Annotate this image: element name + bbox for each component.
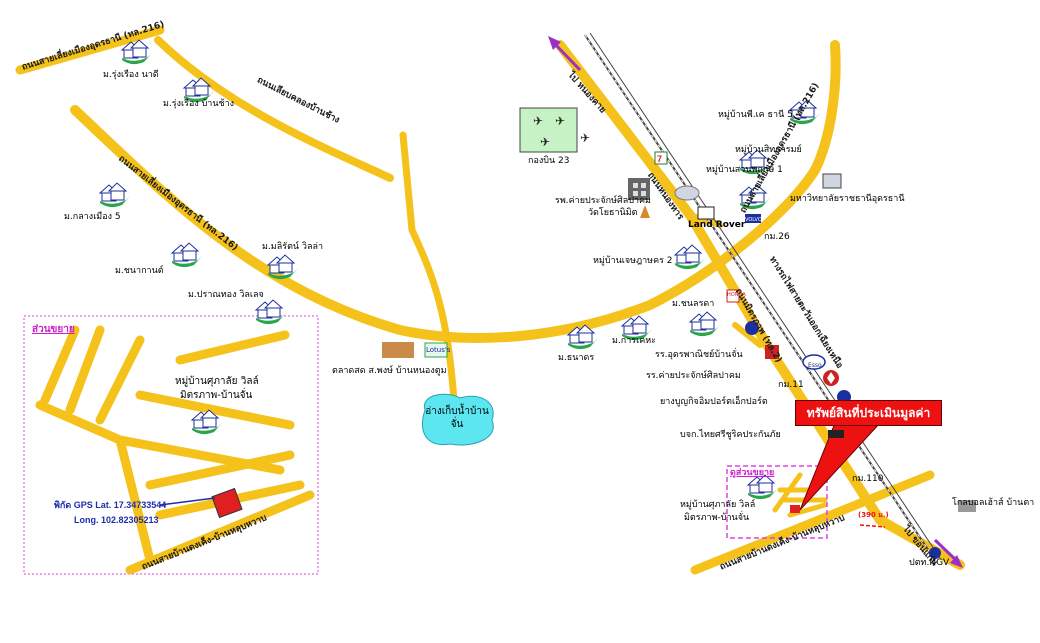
label-km110: กม.110 bbox=[852, 474, 884, 484]
label-dharakorn: ม.ธนาดร bbox=[558, 353, 595, 363]
honda-icon bbox=[726, 289, 740, 303]
label-market: ตลาดสด ส.พงษ์ บ้านหนองตูม bbox=[332, 366, 447, 376]
valuation-callout: ทรัพย์สินที่ประเมินมูลค่า bbox=[795, 400, 942, 426]
svg-text:✈: ✈ bbox=[533, 114, 543, 128]
zoom-small-title: ดูส่วนขยาย bbox=[730, 468, 775, 478]
road-connector-2 bbox=[732, 322, 763, 348]
svg-text:✈: ✈ bbox=[555, 114, 565, 128]
label-volvo: VOLVO bbox=[745, 217, 762, 223]
landrover-icon bbox=[697, 206, 715, 220]
insurance-icon bbox=[828, 430, 844, 438]
label-subject-village: หมู่บ้านศุภาลัย วิลล์ bbox=[680, 500, 756, 510]
ptt-icon bbox=[745, 321, 759, 335]
school-icon bbox=[765, 345, 779, 359]
ngv-icon bbox=[929, 547, 941, 559]
road-klong-banchang bbox=[154, 36, 394, 182]
label-hospital: รพ.ค่ายประจักษ์ศิลปาคม bbox=[555, 196, 651, 206]
reservoir-shape bbox=[421, 393, 494, 446]
poi-symbols: 7 bbox=[382, 151, 976, 559]
label-ptt-ngv: ปตท.NGV bbox=[909, 558, 950, 568]
label-suanphruksa: หมู่บ้านสวนพฤกษ์ 1 bbox=[706, 165, 783, 175]
label-chanakarn: ม.ชนากานต์ bbox=[115, 266, 164, 276]
label-lotus: Lotus's bbox=[426, 346, 451, 354]
label-subject-village-2: มิตรภาพ-บ้านจั่น bbox=[684, 513, 750, 523]
road-bypass-top bbox=[15, 25, 165, 75]
label-km26: กม.26 bbox=[764, 232, 790, 242]
label-airfield: กองบิน 23 bbox=[528, 156, 570, 166]
volvo-icon bbox=[745, 214, 761, 223]
inset-roads bbox=[35, 325, 315, 575]
subject-parcel-small bbox=[790, 505, 800, 513]
svg-text:✈: ✈ bbox=[540, 135, 550, 149]
inset-village-label-2: มิตรภาพ-บ้านจั่น bbox=[180, 390, 253, 401]
inset-title: ส่วนขยาย bbox=[32, 324, 75, 335]
road-dongkeng-right bbox=[690, 470, 935, 575]
inset-village-label: หมู่บ้านศุภาลัย วิลล์ bbox=[175, 376, 259, 387]
road-bypass-216 bbox=[70, 40, 841, 343]
subject-parcel-inset bbox=[211, 487, 243, 519]
label-udonphanit: รร.อุดรพาณิชย์บ้านจั่น bbox=[655, 350, 743, 360]
label-rungrueang-banchang: ม.รุ่งเรือง บ้านช้าง bbox=[163, 99, 235, 109]
label-rungrueang-nadee: ม.รุ่งเรือง นาดี bbox=[103, 70, 159, 80]
label-thaisri: บจก.ไทยศรีชูริคประกันภัย bbox=[680, 430, 781, 440]
label-esso: Esso bbox=[808, 362, 822, 369]
direction-arrows bbox=[548, 36, 963, 568]
label-klangmueang: ม.กลางเมือง 5 bbox=[64, 212, 121, 222]
railway-line bbox=[584, 32, 941, 561]
label-prannthong: ม.ปราณทอง วิลเลจ bbox=[188, 290, 264, 300]
gps-lat: พิกัด GPS Lat. 17.34733544 bbox=[54, 500, 167, 510]
label-landrover: Land Rover bbox=[688, 220, 746, 230]
label-global-house: โกลบอลเฮ้าส์ บ้านตา bbox=[952, 498, 1035, 508]
distance-line bbox=[859, 524, 886, 528]
label-prajak-school: รร.ค่ายประจักษ์ศิลปาคม bbox=[646, 371, 741, 381]
label-watyothanimit: วัดโยธานิมิต bbox=[588, 208, 638, 218]
label-km11: กม.11 bbox=[778, 380, 804, 390]
label-rajabhat: มหาวิทยาลัยราชธานีอุดรธานี bbox=[790, 194, 905, 204]
label-honda: HONDA bbox=[727, 292, 746, 298]
gps-long: Long. 102.82305213 bbox=[74, 515, 159, 525]
svg-text:7: 7 bbox=[657, 154, 662, 164]
seven-eleven-icon bbox=[654, 151, 668, 165]
svg-text:✈: ✈ bbox=[580, 131, 590, 145]
arrow-north bbox=[551, 40, 582, 72]
zoom-area-box bbox=[726, 465, 828, 539]
lotus-icon bbox=[424, 342, 448, 358]
label-reservoir: อ่างเก็บน้ำบ้านจั่น bbox=[425, 406, 489, 430]
airfield-box: ✈ ✈ ✈ ✈ bbox=[519, 107, 590, 153]
nissan-icon bbox=[674, 185, 700, 201]
label-distance: (390 ม.) bbox=[858, 511, 889, 519]
esso-icon bbox=[802, 354, 826, 370]
label-karnkeha: ม.การเคหะ bbox=[612, 336, 656, 346]
label-bridgestone: ยางบูญกิจอิมปอร์ตเอ็กปอร์ต bbox=[660, 397, 768, 407]
label-sittharom: หมู่บ้านสิทธารมย์ bbox=[735, 145, 802, 155]
global-house-icon bbox=[958, 500, 976, 512]
gps-pointer-line bbox=[159, 497, 216, 506]
label-chetsada: หมู่บ้านเจษฎาษคร 2 bbox=[593, 256, 673, 266]
university-icon bbox=[822, 173, 842, 189]
road-to-reservoir bbox=[399, 131, 459, 424]
temple-icon bbox=[640, 205, 650, 218]
label-pk-thani: หมู่บ้านพี.เค ธานี 5 bbox=[718, 110, 793, 120]
road-connector-1 bbox=[687, 212, 723, 228]
market-icon bbox=[382, 342, 414, 358]
label-chonlada: ม.ชนลรดา bbox=[672, 299, 715, 309]
label-malirat: ม.มลิรัตน์ วิลล่า bbox=[262, 242, 324, 252]
